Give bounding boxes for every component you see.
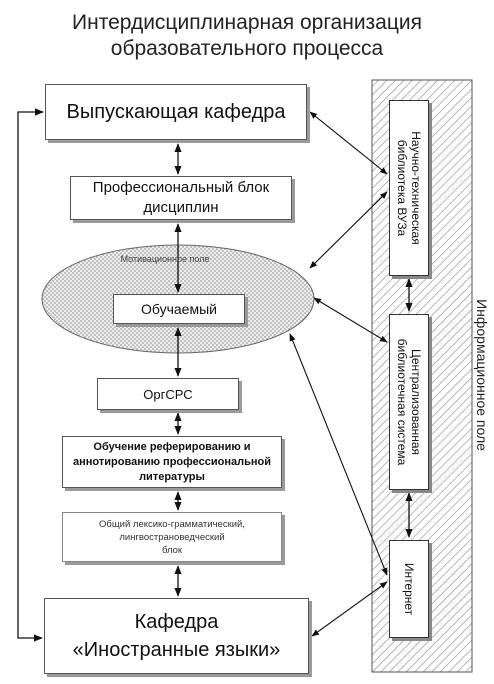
internet-label: Интернет	[402, 562, 416, 616]
org-srs-box: ОргСРС	[97, 378, 239, 410]
arrow-left-loop	[17, 108, 44, 642]
general-line-1: Общий лексико-грамматический,	[99, 518, 245, 530]
library1-line-1: Научно-техническая	[409, 131, 423, 245]
professional-block-line-2: дисциплин	[143, 199, 219, 216]
foreign-languages-department-box: Кафедра «Иностранные языки»	[44, 598, 309, 674]
general-block-box: Общий лексико-грамматический, лингвостра…	[62, 512, 282, 562]
general-line-3: блок	[161, 544, 183, 556]
org-srs-label: ОргСРС	[143, 386, 193, 402]
centralized-library-text: Централизованная библиотечная система	[395, 339, 423, 466]
motivation-field-label: Мотивационное поле	[120, 254, 210, 264]
university-library-text: Научно-техническая библиотека ВУЗа	[395, 131, 423, 244]
arrow-lang-to-internet	[311, 581, 388, 637]
student-label: Обучаемый	[141, 301, 217, 317]
university-library-box: Научно-техническая библиотека ВУЗа	[389, 100, 429, 276]
teaching-line-1: Обучение реферированию и	[93, 440, 251, 453]
title-line-1: Интердисциплинарная организация	[72, 11, 422, 34]
arrow-dept-to-library1	[309, 111, 388, 175]
teaching-line-3: литературы	[139, 470, 205, 483]
arrow-motivation-to-internet	[289, 333, 388, 576]
graduating-department-label: Выпускающая кафедра	[66, 100, 286, 123]
arrow-motivation-to-library1	[309, 191, 388, 269]
teaching-abstracting-box: Обучение реферированию и аннотированию п…	[62, 436, 282, 488]
centralized-library-box: Централизованная библиотечная система	[389, 314, 429, 490]
professional-block-box: Профессиональный блок дисциплин	[70, 176, 292, 220]
foreign-dept-line-2: «Иностранные языки»	[72, 639, 281, 661]
library2-line-2: библиотечная система	[395, 338, 409, 466]
student-box: Обучаемый	[113, 294, 245, 324]
foreign-dept-line-1: Кафедра	[134, 611, 219, 633]
professional-block-line-1: Профессиональный блок	[92, 179, 270, 196]
general-line-2: лингвострановедческий	[119, 531, 225, 543]
diagram-title: Интердисциплинарная организация образова…	[0, 10, 494, 62]
library1-line-2: библиотека ВУЗа	[395, 139, 409, 237]
library2-line-1: Централизованная	[409, 348, 423, 456]
teaching-line-2: аннотированию профессиональной	[73, 455, 271, 468]
internet-box: Интернет	[389, 540, 429, 638]
information-field-label: Информационное поле	[474, 299, 490, 451]
title-line-2: образовательного процесса	[110, 37, 384, 60]
graduating-department-box: Выпускающая кафедра	[45, 84, 307, 140]
